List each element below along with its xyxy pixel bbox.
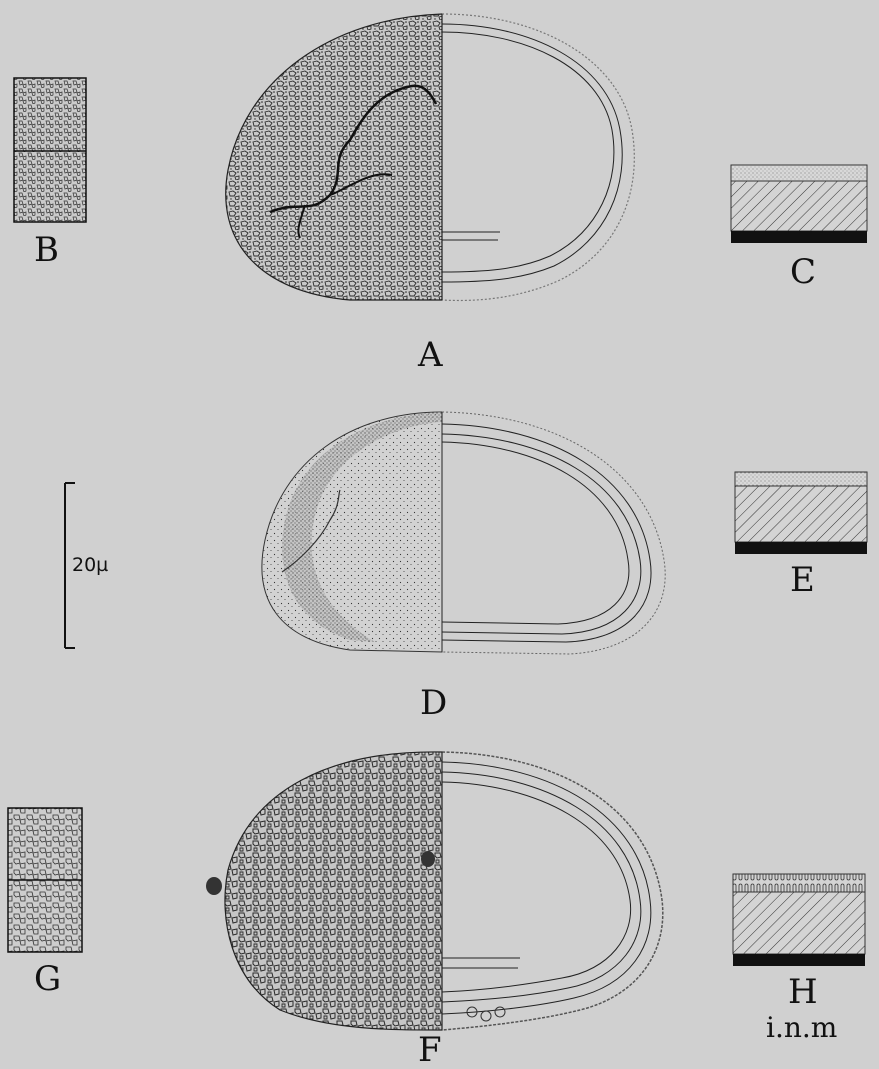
pore-right: [421, 851, 435, 867]
panel-label-d: D: [420, 686, 447, 720]
grain-a: [226, 14, 635, 300]
panel-label-g: G: [34, 962, 61, 996]
texture-g: [8, 808, 82, 952]
grain-f: [206, 752, 663, 1030]
panel-label-a: A: [418, 338, 443, 372]
panel-label-c: C: [790, 255, 816, 289]
wall-section-c: [731, 165, 867, 243]
panel-label-b: B: [34, 233, 59, 267]
panel-label-f: F: [418, 1033, 442, 1067]
artist-signature: i.n.m: [766, 1014, 837, 1042]
texture-b: [14, 78, 86, 222]
wall-section-h: [733, 874, 865, 966]
grain-d: [262, 412, 665, 654]
panel-label-h: H: [788, 975, 818, 1009]
wall-section-e: [735, 472, 867, 554]
scale-bar-label: 20µ: [72, 554, 108, 576]
pore-left: [206, 877, 222, 895]
panel-label-e: E: [790, 563, 815, 597]
